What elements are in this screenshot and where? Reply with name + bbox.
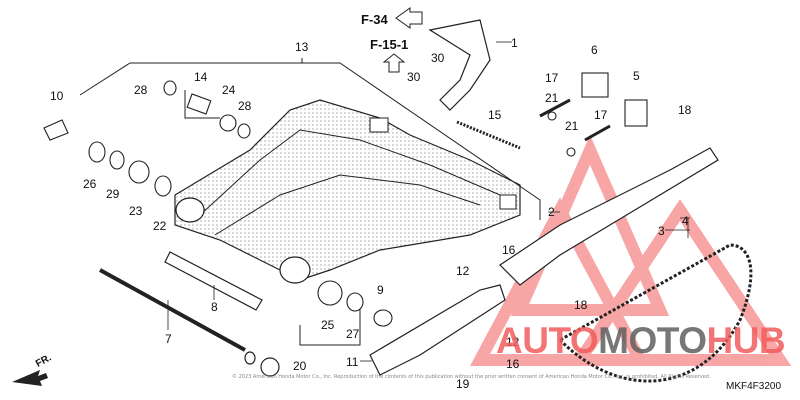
ref-arrow-f151 [382, 53, 406, 73]
ref-f34: F-34 [361, 12, 388, 27]
callout-22: 22 [153, 219, 167, 233]
callout-26: 26 [83, 177, 97, 191]
bracket-13 [79, 58, 541, 220]
bracket-bottom [299, 300, 361, 346]
watermark-brand: AUTOMOTOHUB [496, 320, 786, 361]
callout-17-lower: 17 [594, 108, 608, 122]
callout-3: 3 [658, 224, 665, 238]
callout-14: 14 [194, 70, 208, 84]
callout-10: 10 [50, 89, 64, 103]
callout-7: 7 [165, 332, 172, 346]
callout-12-lower: 12 [506, 335, 520, 349]
bearings-right [317, 280, 393, 327]
callout-23: 23 [129, 204, 143, 218]
ref-f151: F-15-1 [370, 37, 409, 52]
bearings-left [43, 119, 172, 197]
adjuster-parts [456, 72, 648, 157]
callout-2: 2 [548, 205, 555, 219]
callout-9: 9 [377, 283, 384, 297]
callout-13: 13 [295, 40, 309, 54]
callout-30-lower: 30 [407, 70, 421, 84]
ref-arrow-f34 [395, 7, 423, 29]
callout-28-right: 28 [238, 99, 252, 113]
callout-21-lower: 21 [565, 119, 579, 133]
callout-17-upper: 17 [545, 71, 559, 85]
callout-27: 27 [346, 327, 360, 341]
watermark-part-1: AUTO [496, 320, 599, 361]
callout-20: 20 [293, 359, 307, 373]
callout-30-upper: 30 [431, 51, 445, 65]
chain-slider [369, 284, 506, 376]
leader-lines [167, 41, 690, 362]
callout-29: 29 [106, 187, 120, 201]
callout-5: 5 [633, 69, 640, 83]
callout-19: 19 [456, 377, 470, 391]
callout-18-lower: 18 [574, 298, 588, 312]
callout-21-upper: 21 [545, 91, 559, 105]
small-bushings [163, 80, 251, 139]
callout-28-left: 28 [134, 83, 148, 97]
callout-24: 24 [222, 83, 236, 97]
callout-16-upper: 16 [502, 243, 516, 257]
pivot-tube [99, 251, 280, 377]
callout-4: 4 [682, 214, 689, 228]
callout-16-lower: 16 [506, 357, 520, 371]
drive-chain [558, 243, 753, 383]
callout-1: 1 [511, 36, 518, 50]
copyright-notice: © 2023 American Honda Motor Co., Inc. Re… [232, 374, 711, 380]
bracket-1 [428, 19, 491, 111]
callout-8: 8 [211, 300, 218, 314]
fr-arrow [12, 370, 48, 386]
callout-12-upper: 12 [456, 264, 470, 278]
callout-11: 11 [346, 355, 359, 369]
callout-18-upper: 18 [678, 103, 692, 117]
callout-6: 6 [591, 43, 598, 57]
swingarm [174, 99, 521, 284]
diagram-code: MKF4F3200 [726, 381, 782, 392]
watermark-part-3: HUB [706, 320, 786, 361]
callout-15: 15 [488, 108, 502, 122]
chain-guard [499, 147, 719, 286]
bracket-14-24 [184, 90, 220, 119]
watermark-part-2: MOTO [598, 320, 707, 361]
callout-25: 25 [321, 318, 335, 332]
